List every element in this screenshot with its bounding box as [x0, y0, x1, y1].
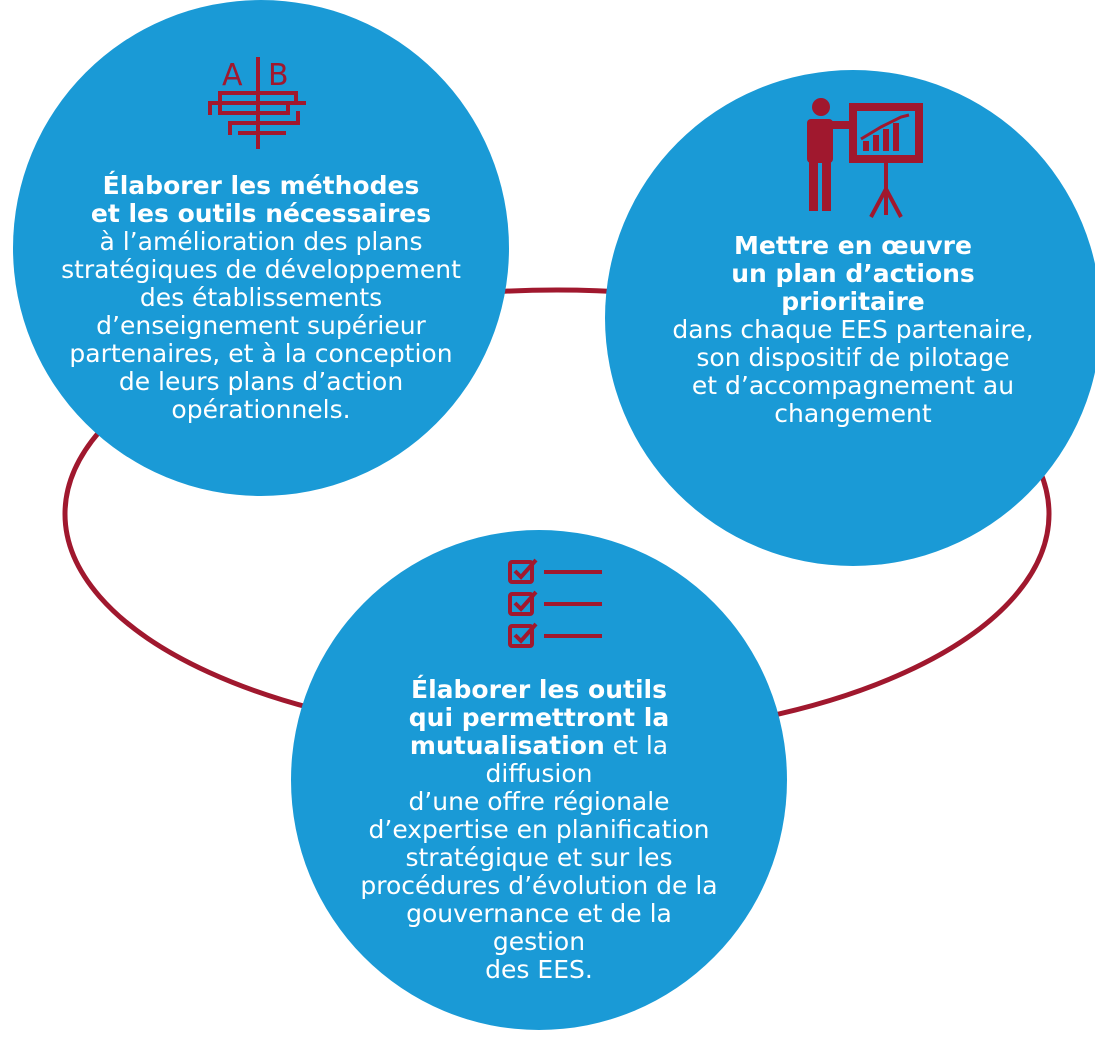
- letter-a: A: [222, 58, 243, 93]
- action-plan-body-2: son dispositif de pilotage: [696, 343, 1010, 372]
- ab-comparison-icon: A B: [208, 57, 306, 149]
- methods-text: Élaborer les méthodes et les outils néce…: [61, 172, 461, 424]
- methods-body-6: de leurs plans d’action: [118, 367, 404, 396]
- methods-body-1: à l’amélioration des plans: [99, 227, 423, 256]
- mutualisation-title-1: Élaborer les outils: [411, 675, 667, 704]
- methods-title-2: et les outils nécessaires: [90, 199, 432, 228]
- circle-methods-tools: A B Élaborer les méthodes et les outils …: [13, 0, 509, 496]
- presenter-chart-icon: [807, 98, 923, 218]
- circle-mutualisation: Élaborer les outils qui permettront la m…: [291, 530, 787, 1030]
- methods-body-4: d’enseignement supérieur: [96, 311, 426, 340]
- action-plan-title-1: Mettre en œuvre: [734, 231, 972, 260]
- action-plan-body-1: dans chaque EES partenaire,: [672, 315, 1034, 344]
- action-plan-body-3: et d’accompagnement au: [691, 371, 1015, 400]
- methods-body-3: des établissements: [139, 283, 383, 312]
- mutualisation-body-2: d’expertise en planification: [368, 815, 710, 844]
- action-plan-title-2: un plan d’actions prioritaire: [731, 259, 975, 316]
- mutualisation-inline-rest: et la diffusion: [485, 731, 669, 788]
- methods-body-7: opérationnels.: [171, 395, 351, 424]
- checklist-icon: [508, 558, 602, 648]
- mutualisation-body-5: gouvernance et de la gestion: [406, 899, 672, 956]
- circle-action-plan: Mettre en œuvre un plan d’actions priori…: [605, 70, 1095, 566]
- mutualisation-body-4: procédures d’évolution de la: [360, 871, 718, 900]
- mutualisation-title-2: qui permettront la: [408, 703, 670, 732]
- action-plan-body-4: changement: [774, 399, 932, 428]
- methods-body-5: partenaires, et à la conception: [69, 339, 453, 368]
- mutualisation-body-1: d’une offre régionale: [408, 787, 670, 816]
- action-plan-text: Mettre en œuvre un plan d’actions priori…: [663, 232, 1043, 428]
- mutualisation-text: Élaborer les outils qui permettront la m…: [357, 676, 722, 984]
- mutualisation-line-3: mutualisation et la diffusion: [357, 732, 722, 788]
- mutualisation-body-6: des EES.: [485, 955, 593, 984]
- letter-b: B: [268, 58, 289, 93]
- methods-body-2: stratégiques de développement: [61, 255, 461, 284]
- methods-title-1: Élaborer les méthodes: [102, 171, 420, 200]
- mutualisation-body-3: stratégique et sur les: [405, 843, 673, 872]
- mutualisation-title-3: mutualisation: [409, 731, 605, 760]
